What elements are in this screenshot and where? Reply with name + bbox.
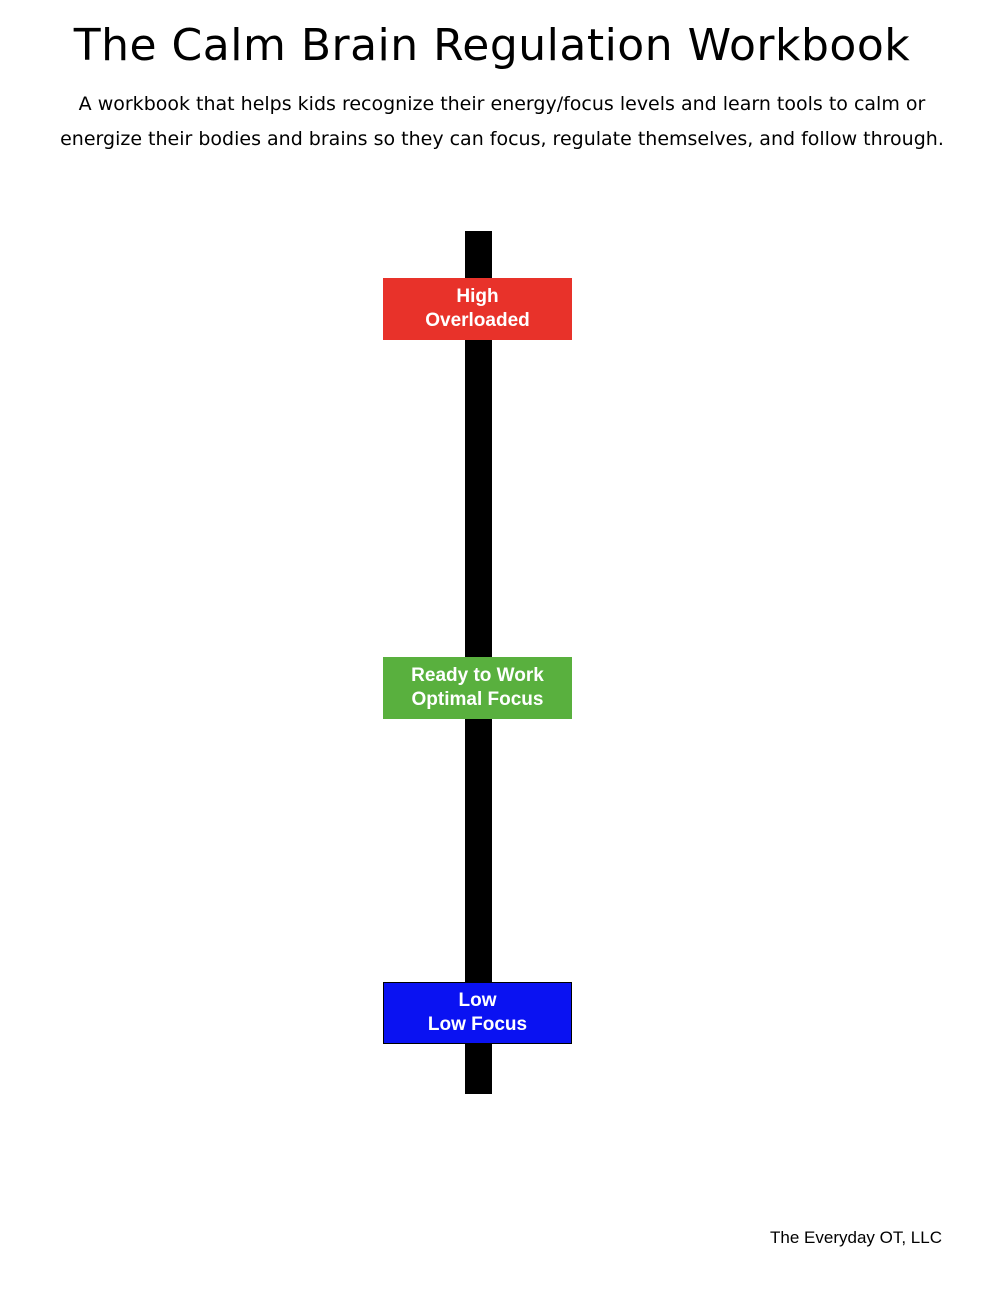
level-low-sublabel: Low Focus (427, 1014, 528, 1035)
level-high-label: High (456, 286, 499, 307)
level-high-sublabel: Overloaded (425, 310, 530, 331)
footer-credit: The Everyday OT, LLC (770, 1228, 942, 1247)
level-low-label: Low (458, 990, 497, 1011)
page-title: The Calm Brain Regulation Workbook (73, 20, 911, 71)
level-optimal-sublabel: Optimal Focus (411, 689, 544, 710)
level-optimal-label: Ready to Work (411, 665, 544, 686)
level-high-overloaded: High Overloaded (383, 278, 572, 340)
workbook-description: A workbook that helps kids recognize the… (60, 93, 944, 150)
level-optimal-focus: Ready to Work Optimal Focus (383, 657, 572, 719)
level-low-focus: Low Low Focus (383, 982, 572, 1044)
